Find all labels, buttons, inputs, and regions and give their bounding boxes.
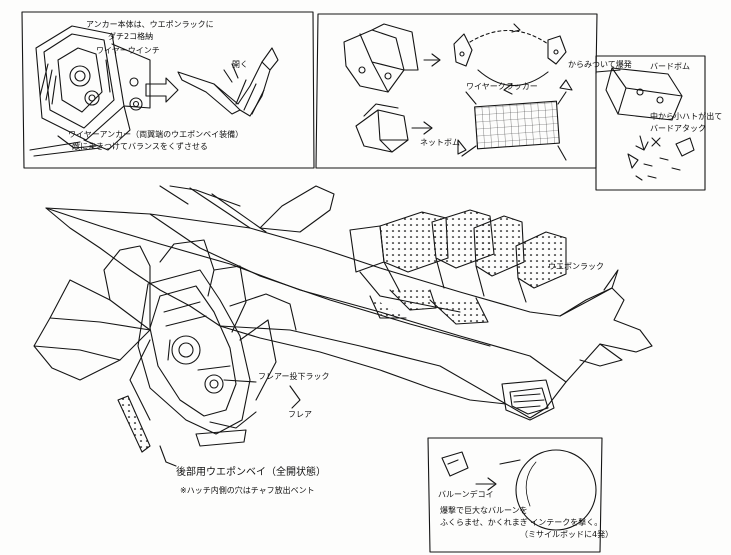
anchor-note-body-2: ダチ2コ格納 <box>108 32 154 41</box>
ship-label-weapon-rack: ウエポンラック <box>548 262 604 271</box>
anchor-note-body: アンカー本体は、ウエポンラックに <box>86 20 214 29</box>
balloon-line-3: （ミサイルポッドに4発） <box>520 530 614 539</box>
ship-caption-1: 後部用ウエポンベイ（全開状態） <box>176 467 326 478</box>
panel-frame-anchor <box>21 11 315 169</box>
birdbomb-note-2: バードアタック <box>650 124 706 133</box>
balloon <box>515 449 597 531</box>
ship-fuselage <box>45 207 653 419</box>
anchor-note-open: 開く <box>232 60 248 69</box>
birdbomb-label: バードボム <box>650 62 690 71</box>
anchor-caption-1: ワイヤーアンカー（両翼端のウエポンベイ装備） <box>68 130 244 139</box>
balloon-line-2: ふくらませ、かくれまぎ インテークを撃く。 <box>440 518 603 527</box>
anchor-caption-2: 敵にまきつけてバランスをくずさせる <box>72 142 208 151</box>
ship-label-flare-sub: フレア <box>288 410 312 419</box>
anchor-note-wire-winch: ワイヤーウインチ <box>96 46 160 55</box>
balloon-line-1: 爆撃で巨大なバルーンを <box>440 506 528 515</box>
ship-label-flare-rack: フレアー投下ラック <box>258 372 330 381</box>
birdbomb-note-1: 中から小ハトが出て <box>650 112 723 121</box>
panel-frame-birdbomb <box>595 55 706 191</box>
ship-left-wing <box>33 279 151 381</box>
cracker-label-explode: からみついて爆発 <box>568 60 632 69</box>
cracker-label-wire: ワイヤークラッカー <box>466 82 538 91</box>
ship-caption-2: ※ハッチ内側の穴はチャフ放出ベント <box>180 486 315 495</box>
ship-tail-fin <box>259 185 335 233</box>
weapon-rack-4 <box>515 231 567 289</box>
balloon-title: バルーンデコイ <box>438 490 494 499</box>
panel-frame-balloon <box>427 437 603 553</box>
cracker-label-net-bomb: ネットボム <box>420 138 460 147</box>
